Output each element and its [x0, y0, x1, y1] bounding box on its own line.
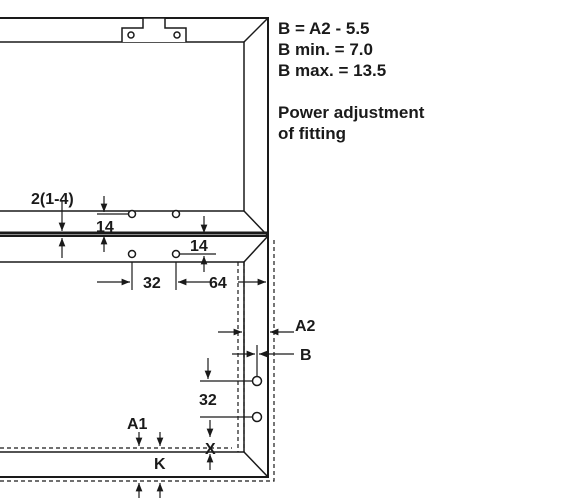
dimension-notes: B = A2 - 5.5 B min. = 7.0 B max. = 13.5 …	[278, 18, 568, 144]
gap-dimension-label: 2(1-4)	[31, 191, 74, 208]
hole-spacing-label: 32	[143, 275, 161, 292]
caption-line-2: of fitting	[278, 124, 346, 143]
k-label: K	[154, 456, 166, 473]
hole-offset-bottom-label: 14	[190, 238, 208, 255]
x-label: X	[205, 441, 216, 458]
caption-line-1: Power adjustment	[278, 103, 425, 122]
dimension-lines	[58, 196, 294, 498]
dashed-outline	[0, 240, 275, 482]
hinge-distance-label: 64	[209, 275, 227, 292]
a2-label: A2	[295, 318, 316, 335]
b-max-text: B max. = 13.5	[278, 61, 387, 80]
side-hole-spacing-label: 32	[199, 392, 217, 409]
b-min-text: B min. = 7.0	[278, 40, 373, 59]
hinge-plate	[121, 17, 187, 42]
formula-text: B = A2 - 5.5	[278, 19, 370, 38]
hole-offset-top-label: 14	[96, 219, 114, 236]
a1-label: A1	[127, 416, 148, 433]
screw-holes	[127, 209, 263, 423]
lower-body	[0, 231, 269, 478]
b-label: B	[300, 347, 312, 364]
